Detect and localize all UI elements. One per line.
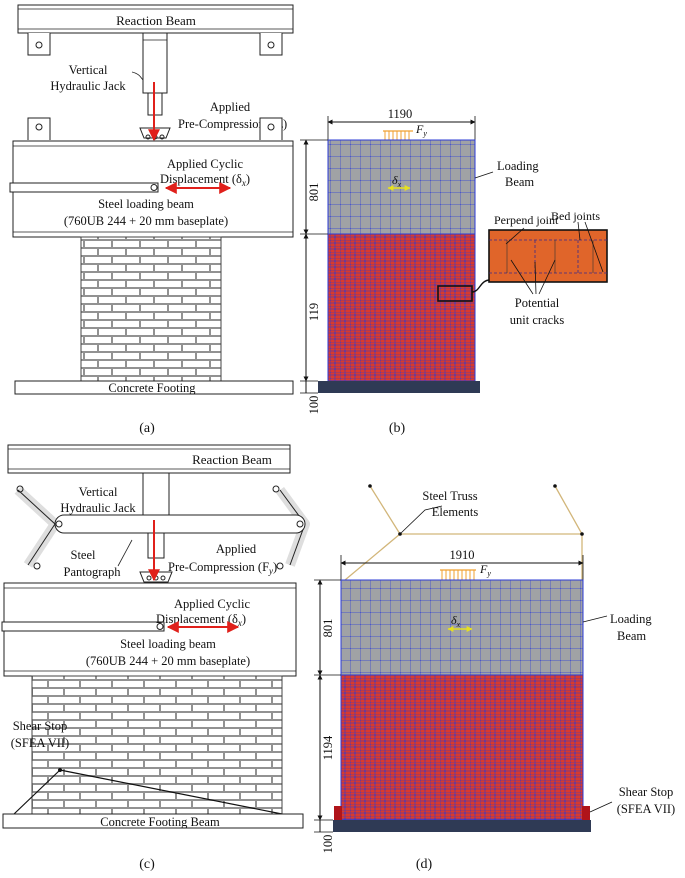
footing-mesh-d [333,820,591,832]
beam-label-2: (760UB 244 + 20 mm baseplate) [64,214,228,228]
detail-connector [471,279,491,293]
reaction-beam: Reaction Beam [17,4,294,34]
beam-label-c-2: (760UB 244 + 20 mm baseplate) [86,654,250,668]
reaction-beam-label-c: Reaction Beam [192,452,272,467]
precomp-label-c-2: Pre-Compression (Fy) [168,560,277,576]
masonry-mesh [327,233,476,382]
detail-box [437,285,473,302]
footing-label: Concrete Footing [108,381,196,395]
crack-leader-3 [538,259,556,295]
jack-leader [131,71,144,81]
steel-pantograph [14,485,310,570]
panel-b: 1190 Fy δx 801 119 100 Loading Beam [300,107,608,436]
panel-c: Reaction Beam Vertical Hydraulic Jack St… [1,444,310,872]
perpend-leader [505,227,525,245]
cyclic-label-c-1: Applied Cyclic [174,597,250,611]
caption-d: (d) [416,857,433,872]
beam-height-label: 801 [307,183,321,202]
applied-load-d [440,569,476,580]
shear-stop-label-c-1: Shear Stop [13,719,68,733]
jack-label-1: Vertical [69,63,108,77]
loading-beam-leader [474,171,494,179]
force-label-d: Fy [479,562,491,578]
precomp-label-c-1: Applied [216,542,257,556]
shear-stop-leader-d [589,801,613,813]
loading-beam-label-2: Beam [505,175,534,189]
vertical-dimensions [300,139,328,394]
perpend-joint-label: Perpend joint [494,213,559,227]
cyclic-label-c-2: Displacement (δx) [156,612,246,628]
precomp-label-1: Applied [210,100,251,114]
masonry-wall [80,236,222,382]
panel-a: Reaction Beam Vertical Hydraulic Jack Ap… [9,4,294,436]
beam-height-label-d: 801 [321,619,335,638]
pantograph-label-1: Steel [71,548,97,562]
loading-beam-label-d-2: Beam [617,629,646,643]
panel-d: Steel Truss Elements 1910 Fy δx [314,484,675,872]
shear-stop-label-d-1: Shear Stop [619,785,674,799]
wall-height-label-d: 1194 [321,735,335,760]
width-dim-label: 1190 [388,107,413,121]
caption-b: (b) [389,421,406,436]
mid-brackets [27,117,283,140]
shear-stop-right [582,806,590,820]
cracks-label-1: Potential [515,296,560,310]
steel-loading-beam-c [1,582,297,677]
loading-beam-label-d-1: Loading [610,612,652,626]
shear-stop-lines [13,768,283,815]
loading-beam-leader-d [582,615,608,623]
top-brackets [27,33,283,56]
beam-label-c-1: Steel loading beam [120,637,216,651]
footing-mesh [318,381,480,393]
concrete-footing [14,380,294,395]
vertical-dimensions-d [314,579,341,833]
crack-leader-2 [534,261,537,295]
reaction-beam-label: Reaction Beam [116,13,196,28]
reaction-beam: Reaction Beam [7,444,291,474]
bed-joints-label: Bed joints [551,209,600,223]
jack-label-c-2: Hydraulic Jack [60,501,136,515]
cracks-label-2: unit cracks [510,313,565,327]
jack-label-2: Hydraulic Jack [50,79,126,93]
truss-label-2: Elements [432,505,479,519]
force-label: Fy [415,122,427,138]
loading-beam-mesh-d [340,579,584,676]
concrete-footing-beam [2,813,304,829]
beam-label-1: Steel loading beam [98,197,194,211]
truss-leader [399,505,443,535]
shear-stop-label-c-2: (SFEA VII) [11,736,69,750]
delta-label: δx [392,173,402,189]
cyclic-label-2: Displacement (δx) [160,172,250,188]
shear-stop-label-d-2: (SFEA VII) [617,802,675,816]
shear-stop-left [334,806,342,820]
footing-label-c: Concrete Footing Beam [100,815,220,829]
applied-load [383,130,413,140]
cyclic-label-1: Applied Cyclic [167,157,243,171]
jack-label-c-1: Vertical [79,485,118,499]
detail-inset [488,229,608,283]
loading-beam-mesh [327,139,476,235]
base-height-label: 100 [307,396,321,415]
caption-c: (c) [139,857,155,872]
truss-label-1: Steel Truss [422,489,477,503]
loading-beam-label-1: Loading [497,159,539,173]
crack-leader-1 [510,259,534,295]
width-dim-label-d: 1910 [450,548,475,562]
masonry-wall-c [31,675,283,815]
masonry-mesh-d [340,674,584,821]
delta-label-d: δx [451,613,461,629]
caption-a: (a) [139,421,155,436]
wall-height-label: 119 [307,303,321,321]
pantograph-label-2: Pantograph [64,565,122,579]
base-height-label-d: 100 [321,835,335,854]
